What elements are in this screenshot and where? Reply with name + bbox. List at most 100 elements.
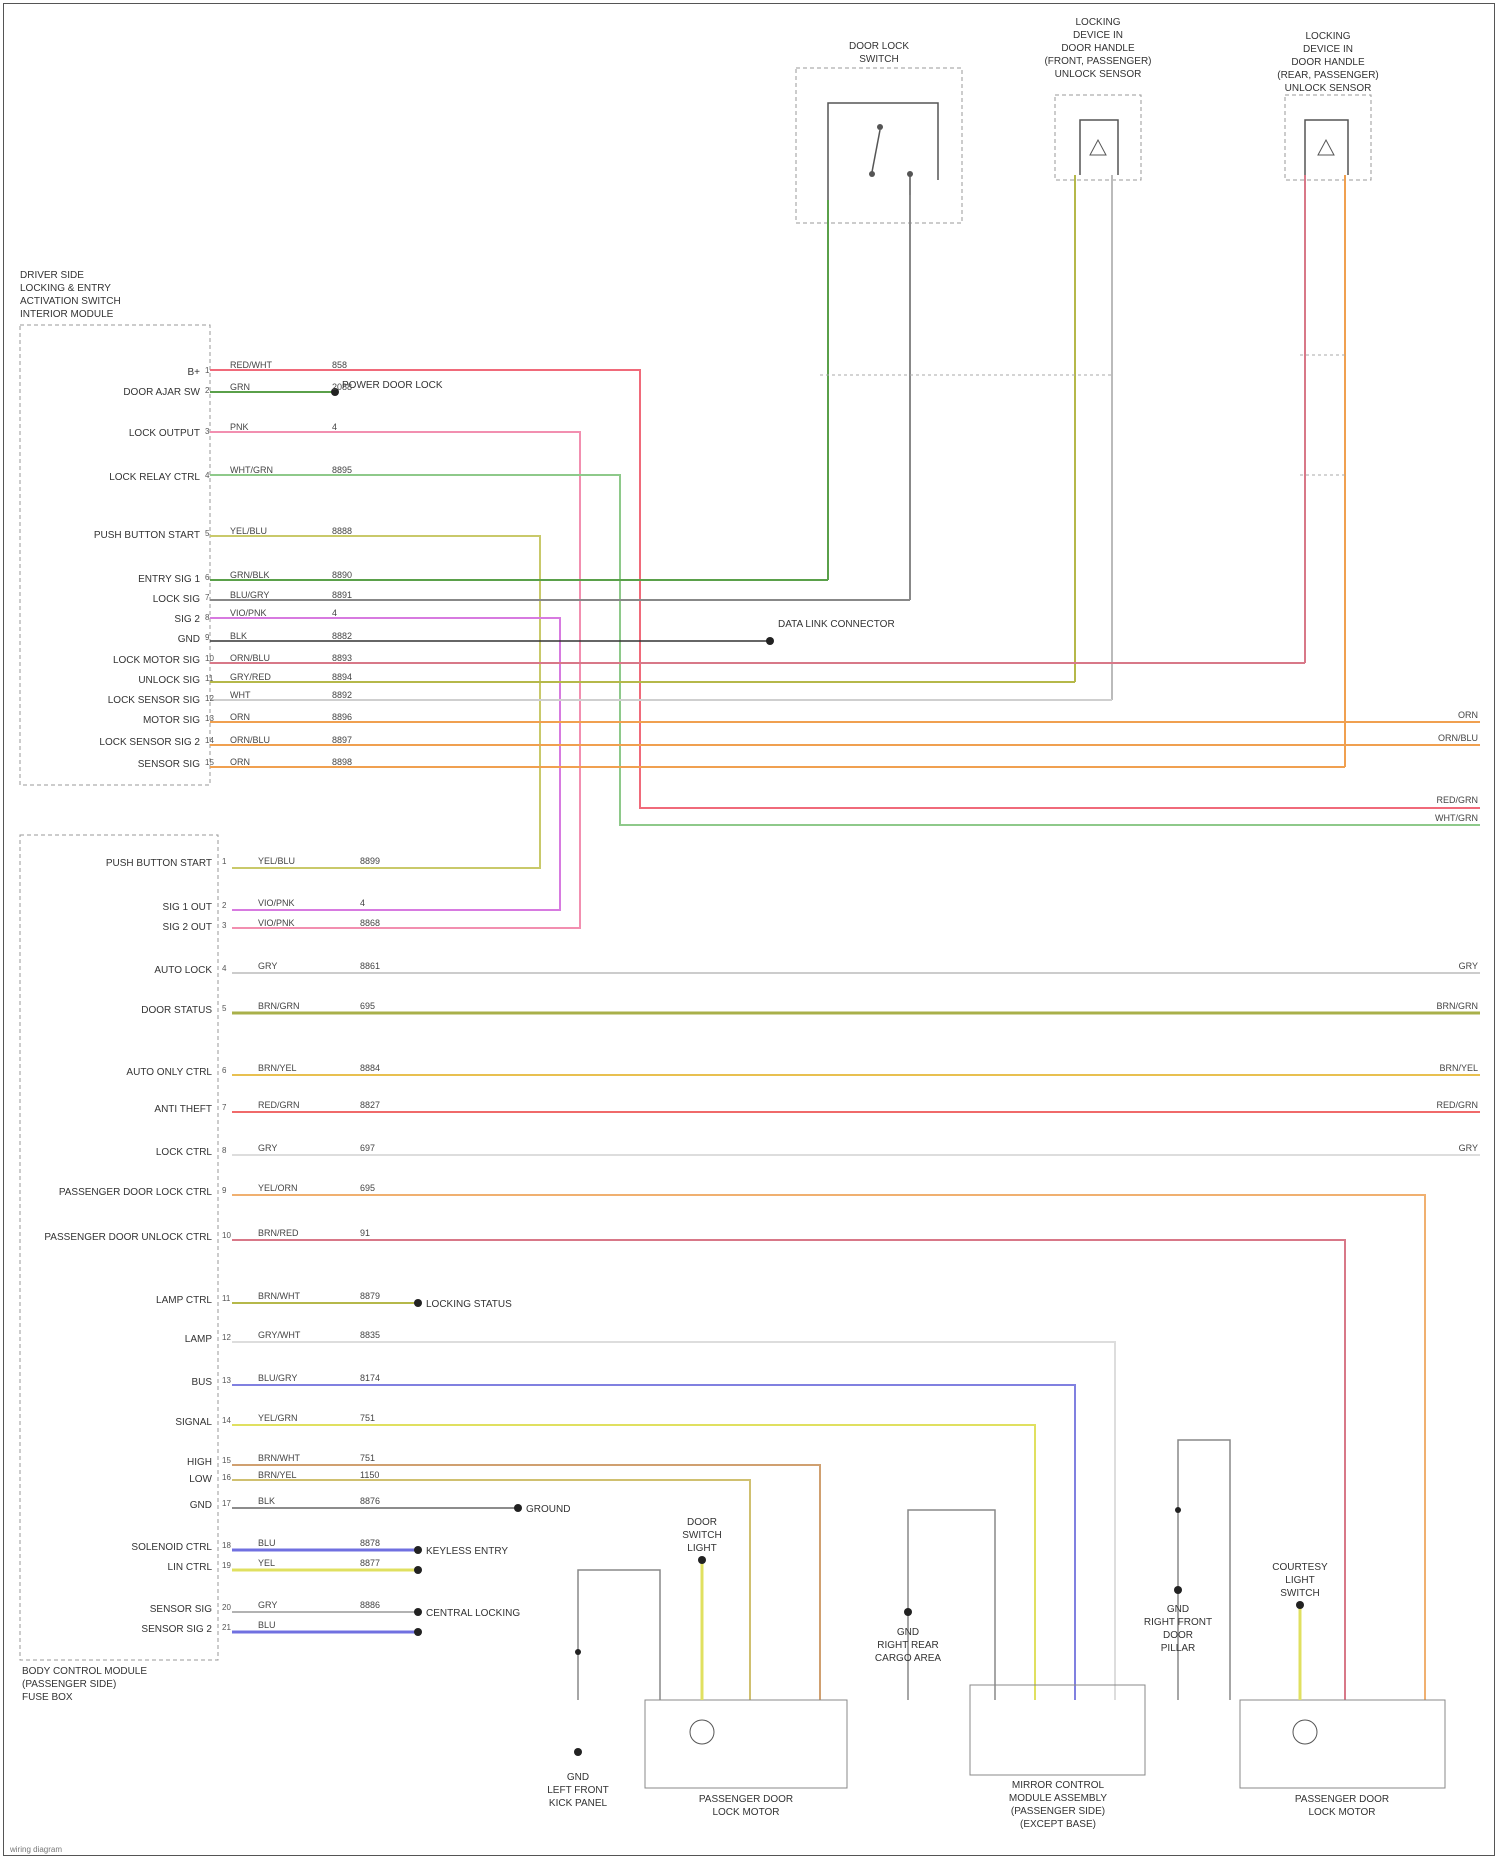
wire-color-code: RED/GRN	[258, 1100, 300, 1110]
pin-label: BUS	[191, 1377, 212, 1388]
pin-number: 4	[222, 964, 227, 973]
circuit-number: 8891	[332, 590, 352, 600]
wire-color-code: GRY/WHT	[258, 1330, 301, 1340]
pin-number: 2	[205, 386, 210, 395]
circuit-number: 1150	[360, 1470, 379, 1480]
switch-label: SWITCH	[859, 54, 898, 65]
pin-number: 11	[205, 674, 214, 683]
pin-label: ENTRY SIG 1	[138, 574, 200, 585]
motor-label: (PASSENGER SIDE)	[1011, 1806, 1105, 1817]
splice-label: GROUND	[526, 1504, 570, 1515]
pin-label: GND	[178, 634, 200, 645]
circuit-number: 8896	[332, 712, 352, 722]
sensor-label: DEVICE IN	[1303, 44, 1353, 55]
splice-labels: POWER DOOR LOCK DATA LINK CONNECTOR LOCK…	[342, 380, 895, 1619]
wire-color-code: ORN/BLU	[230, 653, 270, 663]
pin-number: 5	[222, 1004, 227, 1013]
circuit-number: 8895	[332, 465, 352, 475]
ground-label: RIGHT REAR	[877, 1640, 939, 1651]
pin-label: LOCK SENSOR SIG	[108, 695, 200, 706]
sensor-label: LOCKING	[1075, 17, 1120, 28]
pin-label: LAMP	[185, 1334, 213, 1345]
wire-color-code: BLU/GRY	[230, 590, 269, 600]
wire-color-code: GRY	[258, 1143, 277, 1153]
destination-label: BRN/YEL	[1439, 1063, 1478, 1073]
wire-color-code: YEL/ORN	[258, 1183, 298, 1193]
pin-label: SENSOR SIG 2	[141, 1624, 212, 1635]
wire-color-code: BLU	[258, 1620, 276, 1630]
pin-number: 1	[222, 857, 227, 866]
sensor-label: SWITCH	[682, 1530, 721, 1541]
wire-color-code: BRN/WHT	[258, 1453, 300, 1463]
pin-label: LOCK SIG	[153, 594, 200, 605]
pin-number: 3	[222, 921, 227, 930]
motor-label: LOCK MOTOR	[712, 1807, 779, 1818]
pin-label: SIG 2 OUT	[163, 922, 212, 933]
pin-label: LIN CTRL	[168, 1562, 213, 1573]
left-top-module-line: DRIVER SIDE	[20, 270, 84, 281]
pin-label: AUTO ONLY CTRL	[126, 1067, 212, 1078]
destination-label: ORN/BLU	[1438, 733, 1478, 743]
motor-label: PASSENGER DOOR	[1295, 1794, 1389, 1805]
circuit-number: 695	[360, 1001, 375, 1011]
circuit-number: 8861	[360, 961, 380, 971]
circuit-number: 4	[332, 608, 337, 618]
circuit-number: 695	[360, 1183, 375, 1193]
bottom-labels: DOOR SWITCH LIGHT COURTESY LIGHT SWITCH …	[547, 1517, 1389, 1830]
pin-number: 13	[205, 714, 214, 723]
circuit-number: 8886	[360, 1600, 380, 1610]
ground-label: DOOR	[1163, 1630, 1193, 1641]
pin-label: MOTOR SIG	[143, 715, 200, 726]
wire-color-code: PNK	[230, 422, 249, 432]
pin-number: 20	[222, 1603, 231, 1612]
motor-label: (EXCEPT BASE)	[1020, 1819, 1096, 1830]
circuit-number: 8898	[332, 757, 352, 767]
circuit-number: 8835	[360, 1330, 380, 1340]
pin-number: 13	[222, 1376, 231, 1385]
top-left-wires	[210, 370, 1480, 928]
sensor-label: DOOR	[687, 1517, 717, 1528]
left-bottom-module-line: (PASSENGER SIDE)	[22, 1679, 116, 1690]
wire-color-code: VIO/PNK	[230, 608, 267, 618]
pin-number: 14	[222, 1416, 231, 1425]
left-top-module-line: ACTIVATION SWITCH	[20, 296, 121, 307]
left-top-module-line: LOCKING & ENTRY	[20, 283, 111, 294]
circuit-number: 858	[332, 360, 347, 370]
pin-number: 3	[205, 427, 210, 436]
sensor-label: (FRONT, PASSENGER)	[1044, 56, 1151, 67]
splice-label: POWER DOOR LOCK	[342, 380, 443, 391]
circuit-number: 8892	[332, 690, 352, 700]
footer-text: wiring diagram	[9, 1845, 62, 1854]
circuit-number: 8174	[360, 1373, 380, 1383]
wire-color-code: GRY/RED	[230, 672, 271, 682]
pin-number: 6	[205, 573, 210, 582]
switch-label: DOOR LOCK	[849, 41, 909, 52]
ground-label: GND	[1167, 1604, 1189, 1615]
pin-label: HIGH	[187, 1457, 212, 1468]
pin-label: B+	[187, 367, 200, 378]
pin-label: PASSENGER DOOR UNLOCK CTRL	[44, 1232, 212, 1243]
pin-number: 18	[222, 1541, 231, 1550]
circuit-number: 8894	[332, 672, 352, 682]
ground-label: PILLAR	[1161, 1643, 1195, 1654]
pin-label: PUSH BUTTON START	[94, 530, 200, 541]
wire-color-code: BRN/RED	[258, 1228, 299, 1238]
circuit-number: 8890	[332, 570, 352, 580]
pin-label: ANTI THEFT	[154, 1104, 212, 1115]
pin-label: DOOR STATUS	[141, 1005, 212, 1016]
pin-number: 16	[222, 1473, 231, 1482]
pin-number: 4	[205, 471, 210, 480]
circuit-number: 8884	[360, 1063, 380, 1073]
pin-number: 1	[205, 366, 210, 375]
pin-label: SOLENOID CTRL	[131, 1542, 212, 1553]
circuit-number: 8878	[360, 1538, 380, 1548]
pin-label: LOCK SENSOR SIG 2	[99, 737, 200, 748]
motor-label: MIRROR CONTROL	[1012, 1780, 1105, 1791]
sensor-label: DEVICE IN	[1073, 30, 1123, 41]
sensor-label: UNLOCK SENSOR	[1285, 83, 1372, 94]
circuit-number: 8882	[332, 631, 352, 641]
sensor-label: DOOR HANDLE	[1061, 43, 1135, 54]
pin-number: 14	[205, 736, 214, 745]
pin-number: 9	[222, 1186, 227, 1195]
